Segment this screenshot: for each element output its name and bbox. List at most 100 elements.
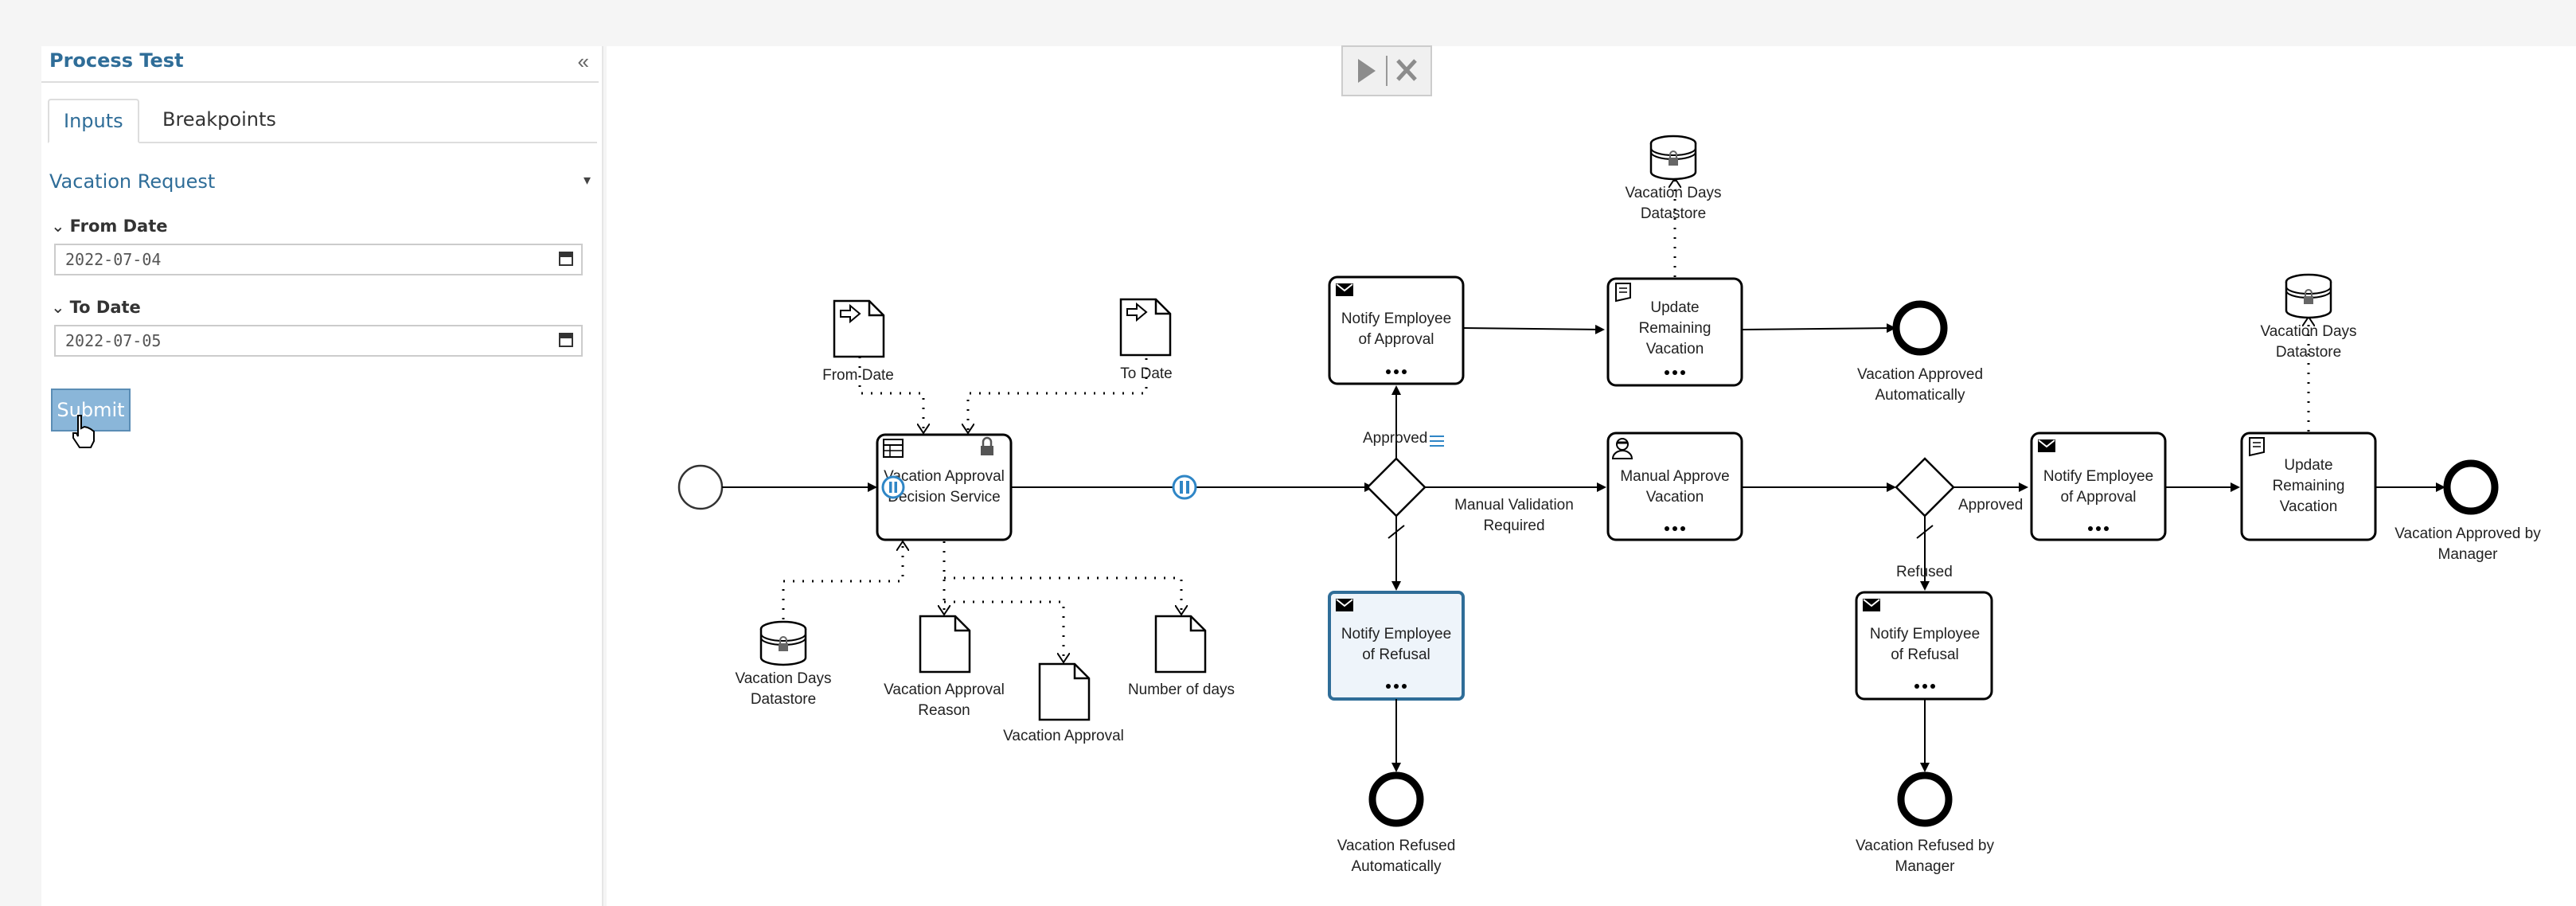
number-of-days-label: Number of days (1128, 681, 1235, 698)
data-association[interactable] (944, 600, 1064, 662)
notify-approval-top-label-2: of Approval (1358, 331, 1434, 348)
from-date-value: 2022-07-04 (65, 250, 162, 269)
exclusive-gateway-2[interactable] (1895, 457, 1955, 517)
top-bar (0, 0, 2576, 46)
from-date-label-text: From Date (69, 217, 168, 236)
more-icon[interactable] (1386, 684, 1407, 689)
decision-service-label-1: Vacation Approval (884, 468, 1005, 485)
start-event[interactable] (677, 464, 724, 510)
manual-validation-label-2: Required (1483, 517, 1544, 534)
manual-validation-label-1: Manual Validation (1454, 497, 1574, 514)
update-right-label-3: Vacation (2280, 498, 2338, 515)
end-mgr-label-2: Manager (2438, 546, 2499, 563)
end-mgr-label-1: Vacation Approved by (2395, 525, 2541, 542)
notify-approval-right-label-2: of Approval (2060, 489, 2136, 506)
user-icon (1611, 438, 1633, 459)
refused-mgr-label-2: Manager (1895, 858, 1956, 875)
manual-approve-label-2: Vacation (1646, 489, 1704, 506)
vacation-days-datastore-top[interactable] (1649, 135, 1697, 181)
from-date-input[interactable]: 2022-07-04 (54, 244, 583, 275)
vacation-approval-reason-data[interactable] (919, 615, 971, 674)
envelope-icon (2037, 439, 2056, 453)
notify-approval-top-label-1: Notify Employee (1341, 310, 1451, 327)
to-date-label-text: To Date (69, 298, 141, 317)
pause-bar (889, 482, 892, 493)
refused-mgr-label-1: Vacation Refused by (1856, 838, 1994, 854)
more-icon[interactable] (1386, 369, 1407, 374)
more-icon[interactable] (1665, 526, 1685, 531)
end-event-refused-by-manager[interactable] (1897, 771, 1953, 827)
end-event-approved-by-manager[interactable] (2443, 459, 2499, 515)
pause-bar (1186, 481, 1189, 494)
number-of-days-data[interactable] (1154, 615, 1207, 674)
tab-breakpoints[interactable]: Breakpoints (162, 108, 276, 131)
divider (41, 81, 599, 83)
envelope-icon (1335, 598, 1354, 612)
vacation-approval-label: Vacation Approval (1003, 728, 1124, 744)
from-date-label[interactable]: ⌄From Date (51, 217, 167, 236)
approved-label-right: Approved (1958, 497, 2023, 514)
end-event-refused-automatically[interactable] (1368, 771, 1424, 827)
calendar-icon[interactable] (559, 252, 573, 266)
collapse-panel-icon[interactable]: « (577, 49, 589, 73)
envelope-icon (1862, 598, 1881, 612)
end-auto-label-2: Automatically (1875, 387, 1965, 404)
datastore-right-label-1: Vacation Days (2260, 323, 2356, 340)
data-association[interactable] (858, 357, 923, 433)
refused-label: Refused (1896, 564, 1953, 580)
envelope-icon (1335, 283, 1354, 297)
reason-label-2: Reason (918, 702, 970, 719)
update-right-label-1: Update (2284, 457, 2332, 474)
update-remaining-vacation-task-top[interactable] (1606, 277, 1743, 387)
notify-approval-task-top[interactable] (1328, 275, 1465, 385)
to-date-data-label: To Date (1120, 365, 1172, 382)
vacation-days-datastore-right[interactable] (2285, 273, 2332, 319)
from-date-data-input[interactable] (833, 299, 885, 358)
separator (1386, 56, 1388, 86)
to-date-data-input[interactable] (1119, 298, 1172, 357)
datastore-top-label-2: Datastore (1641, 205, 1706, 222)
update-right-label-2: Remaining (2273, 478, 2345, 494)
sequence-flow[interactable] (1462, 324, 1605, 334)
datastore-left-label-2: Datastore (751, 691, 816, 708)
notify-approval-right-label-1: Notify Employee (2043, 468, 2153, 485)
notify-refusal-label-2: of Refusal (1362, 646, 1430, 663)
reason-label-1: Vacation Approval (884, 681, 1005, 698)
calendar-icon[interactable] (559, 333, 573, 347)
stop-button[interactable] (1396, 59, 1417, 81)
documentation-icon (1430, 435, 1444, 447)
notify-refusal-label-1: Notify Employee (1341, 626, 1451, 642)
play-button[interactable] (1358, 59, 1376, 83)
end-event-approved-automatically[interactable] (1892, 300, 1948, 356)
manual-approve-vacation-task[interactable] (1606, 432, 1743, 541)
process-test-panel: Process Test « Inputs Breakpoints Vacati… (41, 46, 603, 906)
default-flow-marker (1388, 525, 1405, 539)
to-date-input[interactable]: 2022-07-05 (54, 325, 583, 357)
more-icon[interactable] (1914, 684, 1935, 689)
chevron-down-icon: ⌄ (51, 217, 65, 236)
lock-icon (981, 436, 993, 455)
sequence-flow[interactable] (1741, 323, 1896, 334)
vacation-approval-data[interactable] (1038, 662, 1091, 721)
datastore-left-label-1: Vacation Days (735, 670, 831, 687)
datastore-top-label-1: Vacation Days (1625, 185, 1721, 201)
breakpoint-icon[interactable] (1172, 474, 1197, 500)
exclusive-gateway-1[interactable] (1366, 457, 1427, 517)
update-top-label-1: Update (1650, 299, 1699, 316)
table-icon (883, 439, 904, 458)
more-icon[interactable] (2088, 526, 2109, 531)
section-title[interactable]: Vacation Request (49, 170, 216, 193)
caret-down-icon[interactable]: ▾ (583, 172, 591, 188)
end-auto-label-1: Vacation Approved (1857, 366, 1983, 383)
notify-refusal-right-label-2: of Refusal (1891, 646, 1959, 663)
data-association[interactable] (944, 576, 1181, 615)
to-date-label[interactable]: ⌄To Date (51, 298, 141, 317)
submit-button[interactable]: Submit (51, 389, 131, 432)
data-association[interactable] (968, 358, 1148, 433)
breakpoint-icon[interactable] (881, 475, 905, 499)
hand-cursor-icon (72, 415, 95, 448)
data-association[interactable] (782, 541, 903, 619)
more-icon[interactable] (1665, 370, 1685, 375)
vacation-days-datastore-left[interactable] (759, 620, 807, 666)
tab-inputs[interactable]: Inputs (48, 99, 139, 143)
